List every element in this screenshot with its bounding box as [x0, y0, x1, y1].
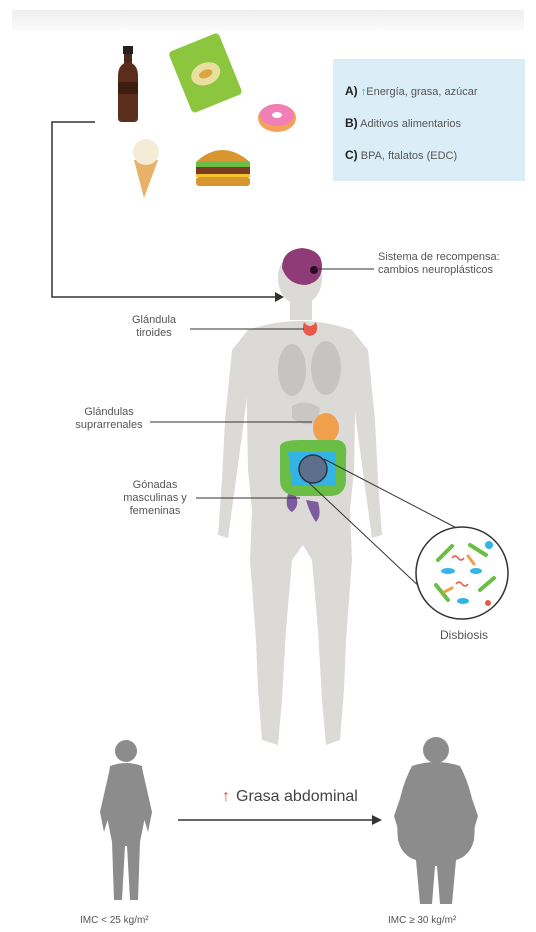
abdominal-fat-label: Grasa abdominal: [236, 788, 358, 805]
adrenal-label: Glándulas suprarrenales: [68, 406, 150, 432]
ice-cream-icon: [133, 139, 159, 198]
bottle-icon: [118, 46, 138, 122]
reward-system-label: Sistema de recompensa: cambios neuroplás…: [378, 251, 523, 277]
stomach-icon: [313, 413, 339, 443]
legend-item-c: C) BPA, ftalatos (EDC): [345, 148, 457, 162]
legend-text-b: Aditivos alimentarios: [360, 118, 461, 130]
legend-item-a: A) ↑Energía, grasa, azúcar: [345, 84, 478, 98]
legend-letter-c: C): [345, 148, 358, 162]
food-to-brain-connector: [52, 122, 275, 297]
donut-icon: [258, 104, 296, 132]
legend-box: A) ↑Energía, grasa, azúcar B) Aditivos a…: [333, 59, 525, 181]
imc-normal-label: IMC < 25 kg/m²: [80, 915, 149, 926]
dysbiosis-circle-icon: [416, 527, 508, 619]
dysbiosis-label: Disbiosis: [426, 629, 502, 642]
legend-item-b: B) Aditivos alimentarios: [345, 116, 461, 130]
gonads-label: Gónadas masculinas y femeninas: [116, 479, 194, 518]
burger-icon: [196, 150, 250, 186]
legend-letter-b: B): [345, 116, 358, 130]
legend-letter-a: A): [345, 84, 358, 98]
lean-figure-icon: [100, 740, 152, 900]
imc-obese-label: IMC ≥ 30 kg/m²: [388, 915, 456, 926]
up-arrow-red-icon: ↑: [222, 788, 230, 805]
thyroid-label: Glándula tiroides: [118, 314, 190, 340]
abdominal-fat-caption: ↑ Grasa abdominal: [222, 788, 358, 806]
right-arrowhead: [372, 815, 382, 825]
left-lung-icon: [278, 344, 306, 396]
right-lung-icon: [311, 341, 341, 395]
gut-microbiota-focus: [299, 455, 327, 483]
legend-text-c: BPA, ftalatos (EDC): [361, 150, 457, 162]
obese-figure-icon: [394, 737, 478, 904]
legend-text-a: Energía, grasa, azúcar: [366, 86, 477, 98]
reward-center-dot: [310, 266, 318, 274]
chips-bag-icon: [168, 32, 243, 113]
